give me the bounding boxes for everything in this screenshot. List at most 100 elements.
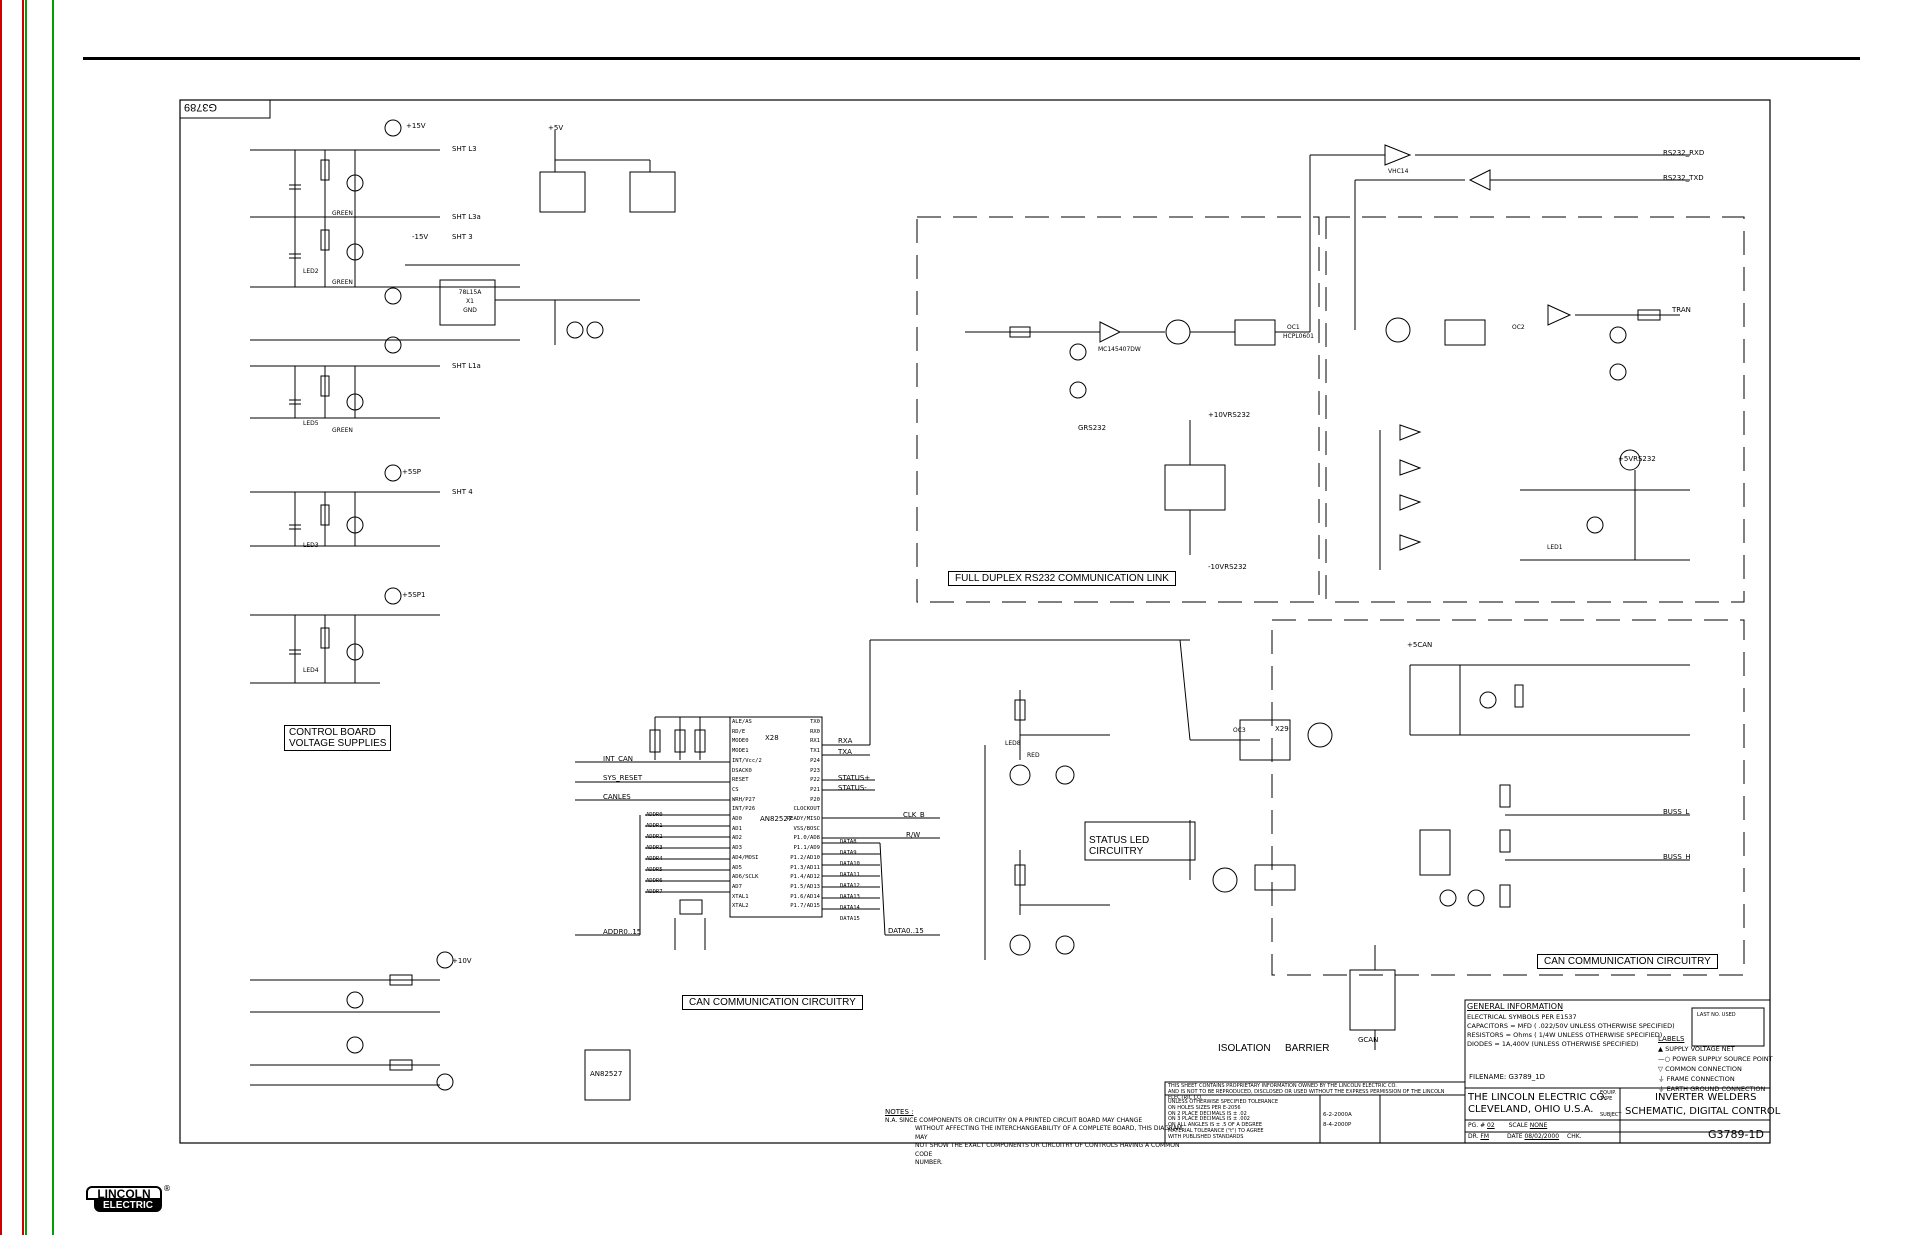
equip-type: INVERTER WELDERS [1655,1092,1757,1103]
notes-title: NOTES : [885,1108,914,1116]
red-margin-line-inner [22,0,24,1235]
regulator-label: 78L15A X1 GND [450,288,490,315]
supply-n15v: -15V [412,233,429,241]
data-line: DATA12 [840,883,860,889]
pin-ad1: AD1 [732,825,742,832]
pin-ale: ALE/AS [732,719,752,725]
net-status-n: STATUS- [838,784,867,792]
title-fields-row2: DR. FM DATE 08/02/2000 CHK. [1468,1133,1768,1140]
pin-clockout: CLOCKOUT [793,806,821,813]
date-value: 08/02/2000 [1524,1133,1560,1140]
status-led-label: STATUS LED CIRCUITRY [1085,835,1153,857]
net-rs232-rxd: RS232_RXD [1663,149,1705,157]
control-board-label-line2: VOLTAGE SUPPLIES [289,738,387,749]
net-tran: TRAN [1672,306,1691,314]
can-comm-right-label: CAN COMMUNICATION CIRCUITRY [1537,954,1718,969]
addr-line: ADDR2 [646,834,663,840]
cpu-pins-left: ALE/AS RD/E MODE0 MODE1 INT/Vcc/2 DSACK0… [732,718,762,912]
pin-ad5: AD5 [732,864,742,871]
pin-reset: RESET [732,777,749,784]
pg-value: 02 [1487,1122,1495,1129]
company-name: THE LINCOLN ELECTRIC CO. [1468,1092,1608,1103]
pin-p13: P1.3/AD11 [790,864,820,871]
legend-text: POWER SUPPLY SOURCE POINT [1672,1055,1773,1063]
net-sht-3: SHT 3 [452,233,473,241]
led3-label: LED3 [303,542,319,549]
net-data: DATA0..15 [888,927,924,935]
net-sht-l3: SHT L3 [452,145,477,153]
cpu-pins-right: TX0 RX0 RX1 TX1 P24 P23 P22 P21 P20 CLOC… [778,718,820,912]
pin-p22: P22 [810,777,820,784]
pin-rx0: RX0 [810,728,820,735]
status-led-label-line2: CIRCUITRY [1089,846,1144,857]
pin-vss: VSS/BOSC [793,825,821,832]
pin-mode0: MODE0 [732,738,749,745]
legend-common: ▽ COMMON CONNECTION [1658,1065,1742,1073]
tolerance-line: UNLESS OTHERWISE SPECIFIED TOLERANCE [1168,1099,1279,1105]
ic-x29-label: X29 [1275,725,1289,733]
data-line: DATA14 [840,905,860,911]
pin-ad3: AD3 [732,845,742,852]
subject-label: SUBJECT [1600,1112,1622,1118]
net-buss-l: BUSS_L [1663,808,1690,816]
pin-p20: P20 [810,796,820,803]
supply-p5sp: +5SP [402,468,421,476]
net-r-w: R/W [906,831,921,839]
dr-value: FM [1480,1133,1490,1140]
tolerance-line: MATERIAL TOLERANCE ("t") TO AGREE [1168,1127,1264,1134]
addr-line: ADDR5 [646,867,663,873]
notes-line: NUMBER. [915,1159,943,1166]
pin-rd: RD/E [732,728,746,735]
legend-supply-voltage: ▲ SUPPLY VOLTAGE NET [1658,1045,1735,1053]
led5-label: LED5 [303,420,319,427]
proprietary-notice: THIS SHEET CONTAINS PROPRIETARY INFORMAT… [1168,1083,1464,1101]
date-label: DATE [1506,1133,1525,1140]
addr-line: ADDR6 [646,878,663,884]
pin-dsack: DSACK0 [732,767,752,774]
supply-p5vrs232: +5VRS232 [1618,455,1656,463]
legend-text: EARTH GROUND CONNECTION [1666,1085,1766,1093]
regulator-ref: X1 [466,298,474,305]
addr-lines: ADDR0 ADDR1 ADDR2 ADDR3 ADDR4 ADDR5 ADDR… [646,810,663,898]
pin-ad7: AD7 [732,883,742,890]
company-block: THE LINCOLN ELECTRIC CO. CLEVELAND, OHIO… [1468,1092,1607,1116]
notes-line: NOT SHOW THE EXACT COMPONENTS OR CIRCUIT… [915,1142,1180,1158]
pin-xtal2: XTAL2 [732,903,749,910]
general-info-line: DIODES = 1A,400V (UNLESS OTHERWISE SPECI… [1467,1040,1639,1048]
last-no-used: LAST NO. USED [1697,1012,1736,1018]
supply-p10vrs232: +10VRS232 [1208,411,1251,419]
legend-frame: ⏚ FRAME CONNECTION [1658,1075,1735,1083]
red-margin-line [0,0,2,1235]
ic-vhc-label: VHC14 [1388,168,1409,175]
net-sht-l3a: SHT L3a [452,213,481,221]
net-addr: ADDR0..15 [603,928,642,936]
tolerance-line: WITH PUBLISHED STANDARDS [1168,1133,1244,1140]
title-fields: PG. # 02 SCALE NONE [1468,1122,1768,1129]
revision-dates: 6-2-2000A 8-4-2000P [1323,1110,1352,1130]
logo-bottom: ELECTRIC [94,1199,162,1212]
net-clk-b: CLK_B [903,811,925,819]
net-status-p: STATUS+ [838,774,871,782]
addr-line: ADDR4 [646,856,663,862]
general-info-title: GENERAL INFORMATION [1467,1002,1564,1011]
pin-p14: P1.4/AD12 [790,874,820,881]
net-rs232-txd: RS232_TXD [1663,174,1704,182]
red-label: RED [1027,752,1040,759]
notes-line: N.A. SINCE COMPONENTS OR CIRCUITRY ON A … [885,1116,1143,1124]
supply-n10vrs232: -10VRS232 [1208,563,1247,571]
tolerance-line: ON HOLES SIZES PER E-2056 [1168,1104,1241,1111]
revision-date: 6-2-2000A [1323,1112,1352,1118]
logo-registered: ® [163,1184,171,1193]
control-board-label-line1: CONTROL BOARD [289,727,376,738]
labels-legend-title: LABELS [1658,1035,1685,1043]
pin-tx1: TX1 [810,748,820,755]
hcpl-label: HCPL0601 [1283,333,1314,340]
supply-p15v: +15V [406,122,426,130]
oc1-label: OC1 [1287,324,1300,331]
net-canles: CANLES [603,793,631,801]
pin-ad0: AD0 [732,816,742,823]
pin-cs: CS [732,786,739,793]
regulator-gnd: GND [463,307,477,314]
can-comm-left-label: CAN COMMUNICATION CIRCUITRY [682,995,863,1010]
pin-p12: P1.2/AD10 [790,854,820,861]
